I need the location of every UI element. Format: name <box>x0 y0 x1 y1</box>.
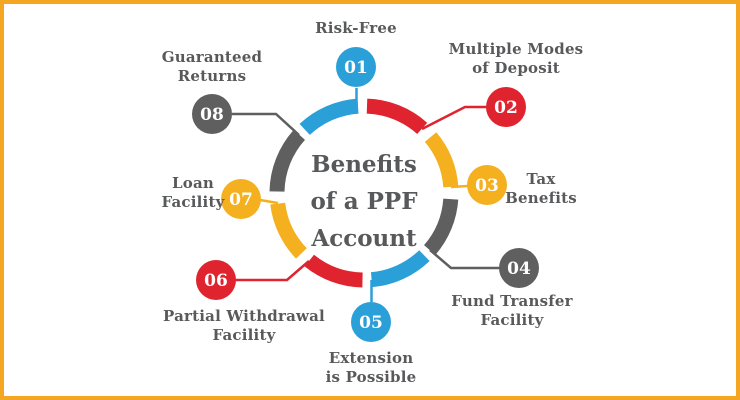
step-number-03: 03 <box>475 176 499 196</box>
step-badge-04: 04 <box>499 248 539 288</box>
arc-segment-07 <box>270 202 307 259</box>
arc-segment-04 <box>423 198 459 256</box>
step-badge-06: 06 <box>196 260 236 300</box>
label-tax-benefits: Tax Benefits <box>441 170 641 208</box>
step-circle-02 <box>486 87 526 127</box>
label-line: Facility <box>480 311 544 329</box>
step-badge-08: 08 <box>192 94 232 134</box>
step-badge-05: 05 <box>351 302 391 342</box>
label-line: Tax <box>526 170 556 188</box>
connector-03 <box>450 184 469 189</box>
step-badge-03: 03 <box>467 165 507 205</box>
label-guaranteed-returns: Guaranteed Returns <box>112 48 312 86</box>
label-line: Facility <box>161 193 225 211</box>
step-number-06: 06 <box>204 271 228 291</box>
arc-segment-02 <box>366 98 428 135</box>
center-title-line: of a PPF <box>310 188 418 215</box>
label-extension-is-possible: Extension is Possible <box>271 349 471 387</box>
arc-segment-08 <box>269 129 306 192</box>
diagram-canvas: 01 02 03 04 05 06 07 08 <box>192 47 539 342</box>
label-line: Loan <box>172 174 214 192</box>
label-line: Risk-Free <box>315 19 397 37</box>
label-line: Multiple Modes <box>448 40 584 58</box>
label-line: Facility <box>212 326 276 344</box>
connector-04 <box>429 249 500 270</box>
step-number-05: 05 <box>359 313 383 333</box>
step-circle-06 <box>196 260 236 300</box>
step-number-04: 04 <box>507 259 531 279</box>
label-line: of Deposit <box>472 59 560 77</box>
label-loan-facility: Loan Facility <box>93 174 293 212</box>
step-number-07: 07 <box>229 190 253 210</box>
label-line: is Possible <box>325 368 417 386</box>
step-circle-05 <box>351 302 391 342</box>
step-circle-01 <box>336 47 376 87</box>
step-badge-02: 02 <box>486 87 526 127</box>
connector-07 <box>259 198 279 205</box>
label-line: Extension <box>328 349 414 367</box>
connector-06 <box>235 260 310 282</box>
center-title-line: Benefits <box>311 151 417 178</box>
step-badge-07: 07 <box>221 179 261 219</box>
connector-08 <box>232 112 300 136</box>
label-line: Guaranteed <box>161 48 263 66</box>
step-circle-04 <box>499 248 539 288</box>
arc-segment-01 <box>299 98 359 136</box>
step-badge-01: 01 <box>336 47 376 87</box>
arc-segment-05 <box>370 250 430 288</box>
label-multiple-modes-of-deposit: Multiple Modes of Deposit <box>416 40 616 78</box>
center-title: Benefits of a PPF Account <box>264 146 464 257</box>
center-title-line: Account <box>311 225 417 252</box>
step-circle-03 <box>467 165 507 205</box>
label-line: Returns <box>177 67 247 85</box>
step-number-08: 08 <box>200 105 224 125</box>
step-circle-07 <box>221 179 261 219</box>
arc-segment-03 <box>424 132 459 188</box>
arc-segment-06 <box>304 254 363 288</box>
label-fund-transfer-facility: Fund Transfer Facility <box>412 292 612 330</box>
step-circle-08 <box>192 94 232 134</box>
connector-02 <box>421 105 487 131</box>
label-risk-free: Risk-Free <box>256 19 456 38</box>
label-line: Fund Transfer <box>451 292 573 310</box>
step-number-01: 01 <box>344 58 368 78</box>
label-line: Partial Withdrawal <box>163 307 325 325</box>
label-line: Benefits <box>505 189 577 207</box>
step-number-02: 02 <box>494 98 518 118</box>
label-partial-withdrawal-facility: Partial Withdrawal Facility <box>144 307 344 345</box>
